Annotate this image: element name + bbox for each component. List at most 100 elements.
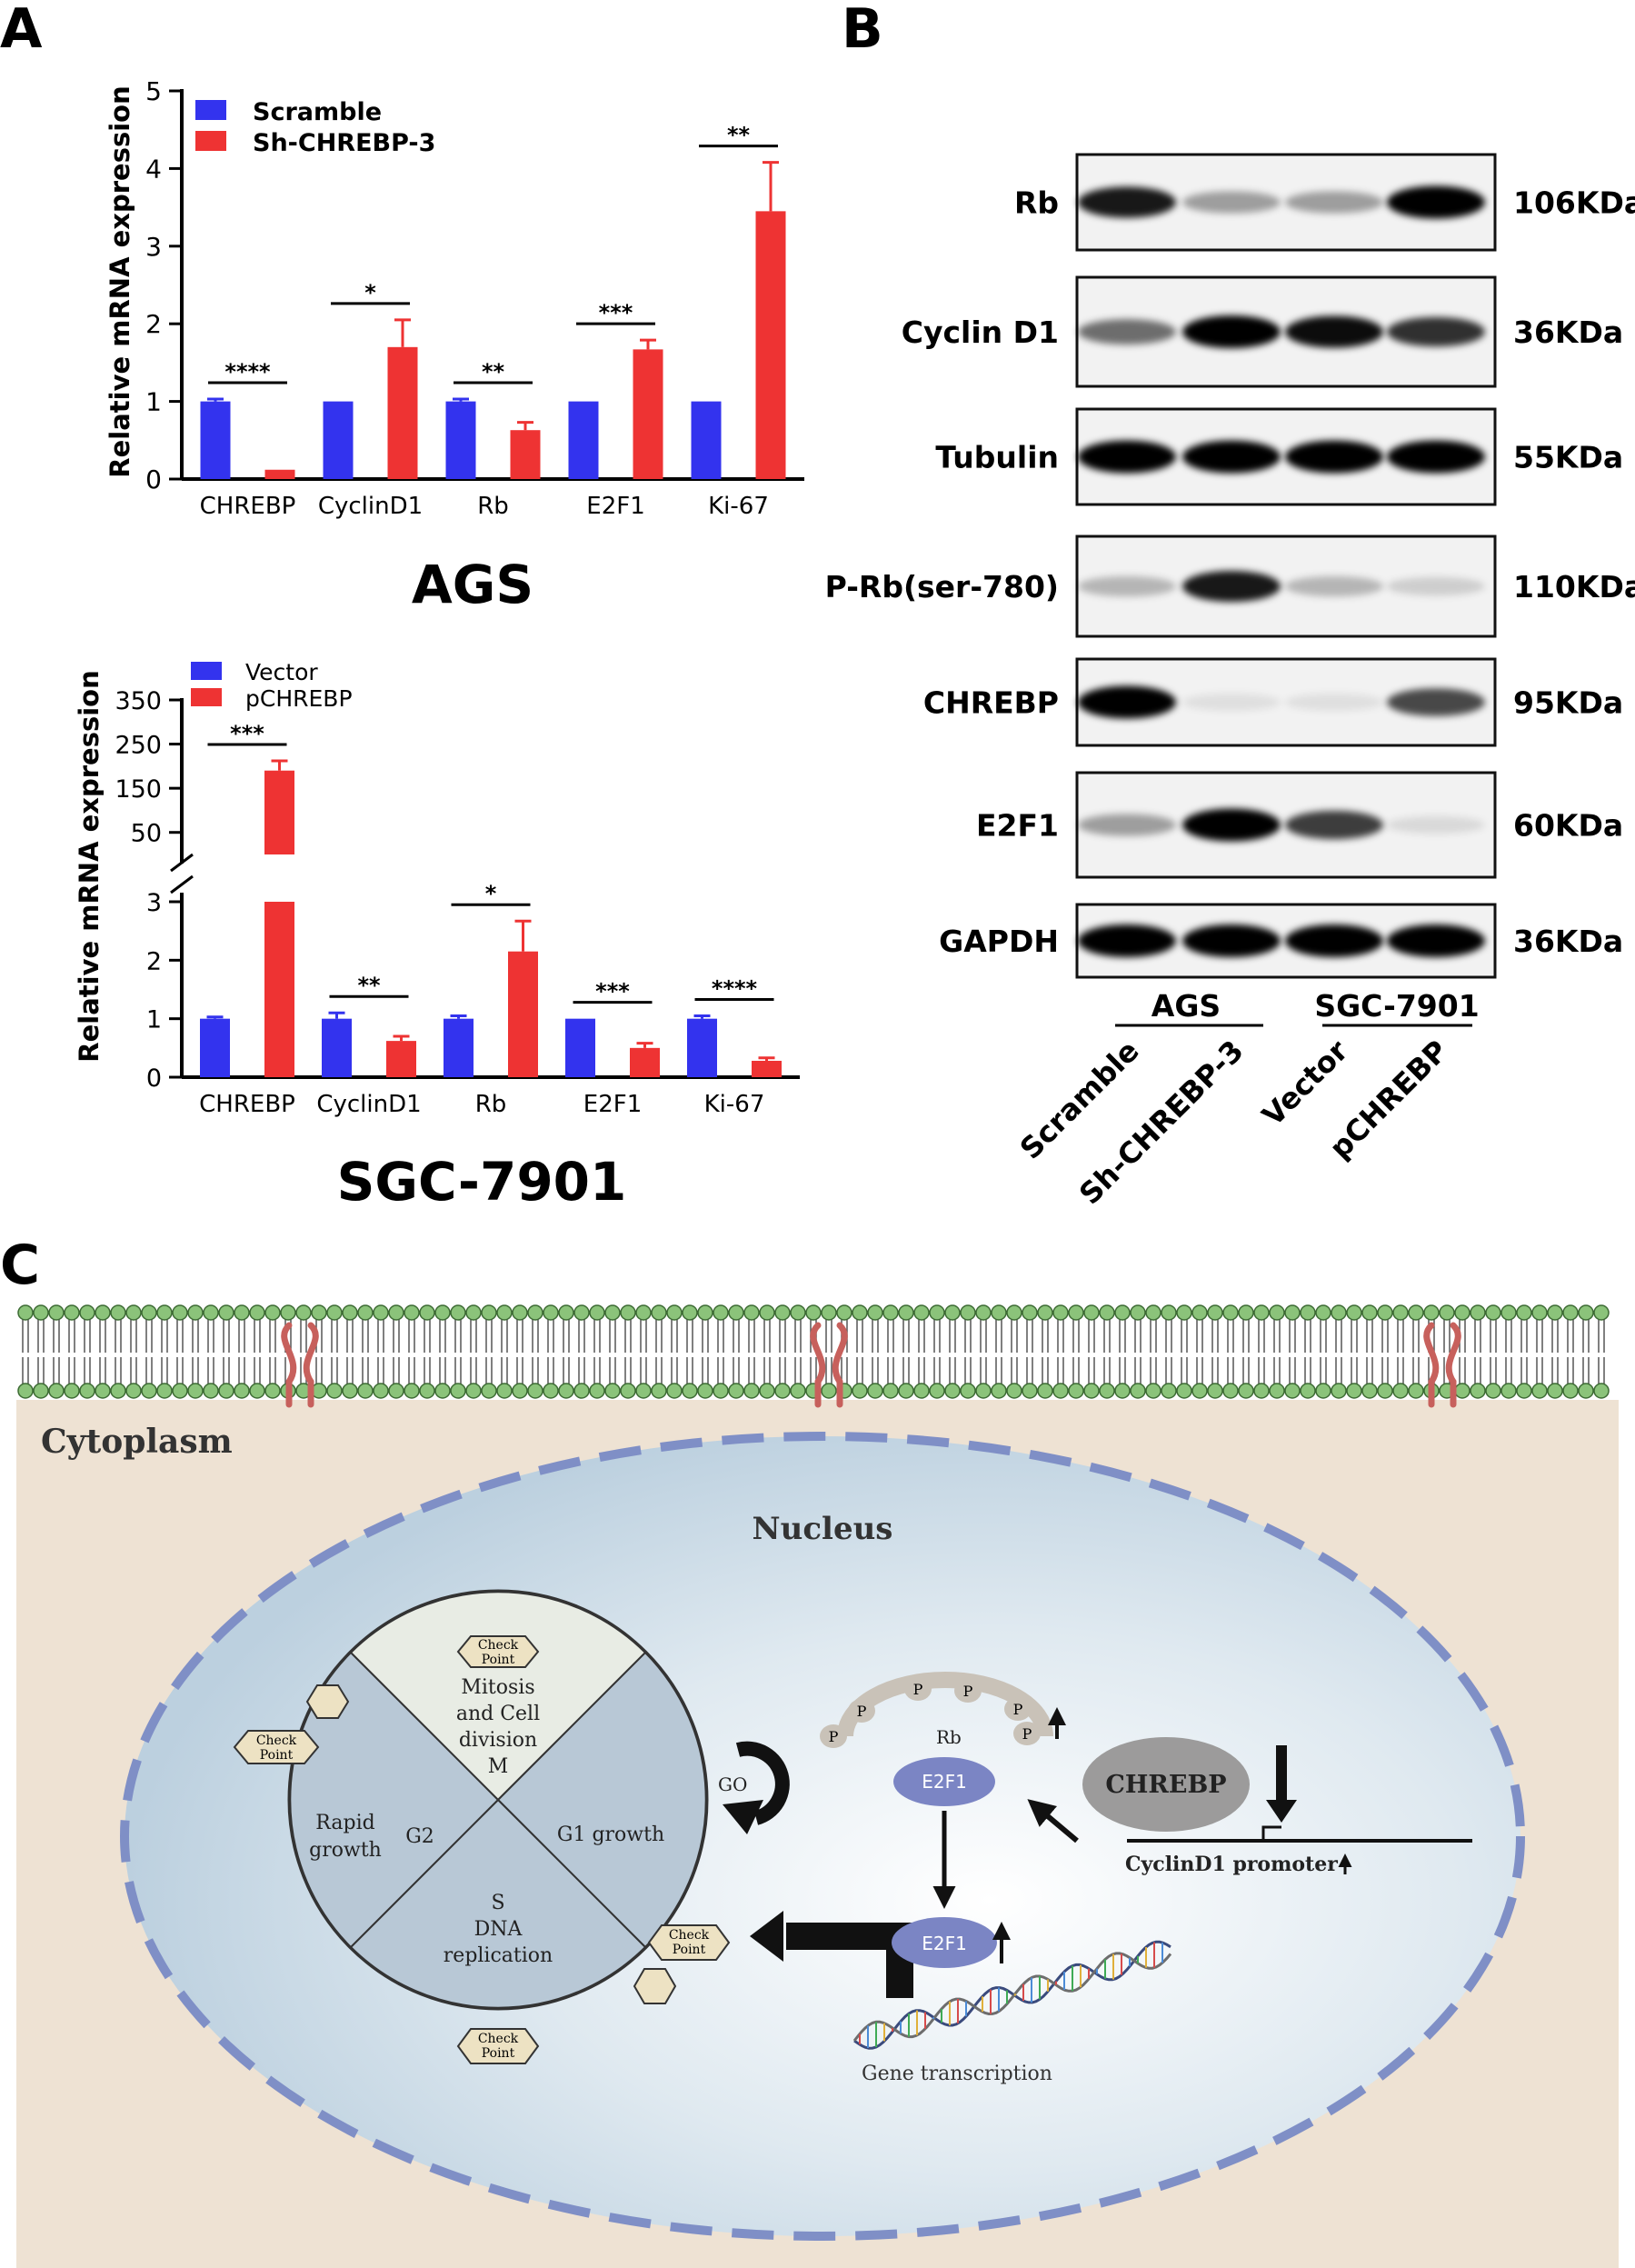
lipid-head — [326, 1304, 343, 1321]
chrebp-down-arrow-head — [1266, 1800, 1297, 1823]
s-text-2: DNA — [474, 1918, 523, 1941]
significance-label: ** — [357, 973, 381, 998]
lipid-head — [728, 1383, 744, 1399]
blot-band — [1182, 315, 1281, 348]
blot-band — [1285, 191, 1383, 214]
lipid-head — [1083, 1383, 1100, 1399]
lipid-head — [295, 1304, 312, 1321]
bar-pchrebp — [508, 951, 538, 1077]
blot-band — [1182, 440, 1281, 474]
blot-band — [1078, 924, 1176, 957]
y-tick-label: 50 — [131, 820, 162, 848]
lipid-head — [1547, 1383, 1563, 1399]
blot-band — [1387, 815, 1485, 834]
lipid-head — [388, 1383, 404, 1399]
lipid-head — [697, 1383, 713, 1399]
blot-band — [1285, 924, 1383, 957]
lipid-head — [203, 1383, 219, 1399]
s-text-3: replication — [444, 1944, 553, 1967]
lipid-head — [635, 1304, 652, 1321]
lipid-head — [311, 1304, 327, 1321]
bar-vector — [565, 1018, 595, 1077]
lipid-head — [1562, 1383, 1579, 1399]
lipid-head — [264, 1304, 281, 1321]
chrebp-protein-label: CHREBP — [1105, 1771, 1226, 1799]
lipid-head — [1099, 1383, 1115, 1399]
blot-protein-label: P-Rb(ser-780) — [825, 569, 1059, 604]
dna-strand — [853, 1940, 1171, 2050]
blot-band — [1182, 924, 1281, 957]
lipid-head — [187, 1304, 204, 1321]
lipid-head — [960, 1383, 976, 1399]
lipid-head — [821, 1304, 837, 1321]
lipid-head — [991, 1383, 1007, 1399]
lipid-head — [234, 1383, 250, 1399]
lipid-head — [543, 1304, 559, 1321]
lipid-head — [326, 1383, 343, 1399]
blot-band — [1182, 808, 1281, 842]
lipid-head — [17, 1383, 34, 1399]
lipid-head — [790, 1304, 806, 1321]
x-tick-label: CHREBP — [199, 1091, 295, 1118]
phospho-5: P — [1013, 1701, 1023, 1718]
blot-band — [1285, 693, 1383, 712]
legend-sh-chrebp: Sh-CHREBP-3 — [253, 129, 435, 157]
blot-size-label: 55KDa — [1513, 440, 1623, 475]
lipid-head — [1238, 1304, 1254, 1321]
lipid-head — [1485, 1304, 1501, 1321]
lipid-head — [342, 1383, 358, 1399]
legend-swatch-scramble — [195, 100, 226, 120]
blot-band — [1078, 814, 1176, 836]
lipid-head — [419, 1304, 435, 1321]
lipid-head — [1408, 1304, 1424, 1321]
lipid-head — [713, 1383, 729, 1399]
lipid-head — [1176, 1304, 1192, 1321]
checkpoint-bottom: Check Point — [456, 2028, 540, 2064]
lipid-head — [620, 1304, 636, 1321]
lipid-head — [373, 1304, 389, 1321]
lipid-head — [682, 1383, 698, 1399]
lipid-head — [573, 1383, 590, 1399]
lipid-head — [141, 1304, 157, 1321]
lipid-head — [682, 1304, 698, 1321]
lipid-head — [774, 1383, 791, 1399]
bar-vector — [200, 1018, 230, 1077]
y-tick-label: 150 — [115, 775, 162, 804]
lipid-head — [1052, 1304, 1069, 1321]
g2-rapid-text-1: Rapid — [315, 1812, 374, 1834]
go-label: GO — [718, 1773, 747, 1795]
lipid-head — [203, 1304, 219, 1321]
lipid-head — [1531, 1383, 1548, 1399]
lipid-head — [419, 1383, 435, 1399]
lipid-head — [527, 1383, 543, 1399]
membrane-receptor — [810, 1322, 848, 1408]
lipid-head — [1470, 1383, 1486, 1399]
lipid-head — [187, 1383, 204, 1399]
lipid-head — [1161, 1383, 1177, 1399]
lipid-head — [17, 1304, 34, 1321]
lipid-head — [1269, 1383, 1285, 1399]
lipid-head — [1191, 1304, 1208, 1321]
lipid-head — [48, 1383, 65, 1399]
lipid-head — [110, 1383, 126, 1399]
lipid-head — [1222, 1304, 1239, 1321]
bar-sh-chrebp-3 — [387, 346, 418, 479]
panel-b-label: B — [842, 0, 883, 61]
lipid-head — [1006, 1383, 1022, 1399]
significance-label: * — [364, 280, 376, 305]
lipid-head — [79, 1383, 95, 1399]
y-tick-label: 1 — [146, 1006, 162, 1034]
lipid-head — [589, 1304, 605, 1321]
y-tick-label: 1 — [145, 387, 162, 417]
lipid-head — [759, 1383, 775, 1399]
x-tick-label: Rb — [475, 1091, 507, 1118]
lipid-head — [1377, 1383, 1393, 1399]
checkpoint-top: Check Point — [456, 1635, 540, 1668]
significance-label: ** — [727, 123, 751, 148]
lipid-head — [527, 1304, 543, 1321]
ags-chart-title: AGS — [412, 554, 533, 615]
nucleus-label: Nucleus — [753, 1511, 893, 1547]
lipid-head — [1346, 1383, 1362, 1399]
legend-pchrebp: pCHREBP — [245, 685, 353, 712]
